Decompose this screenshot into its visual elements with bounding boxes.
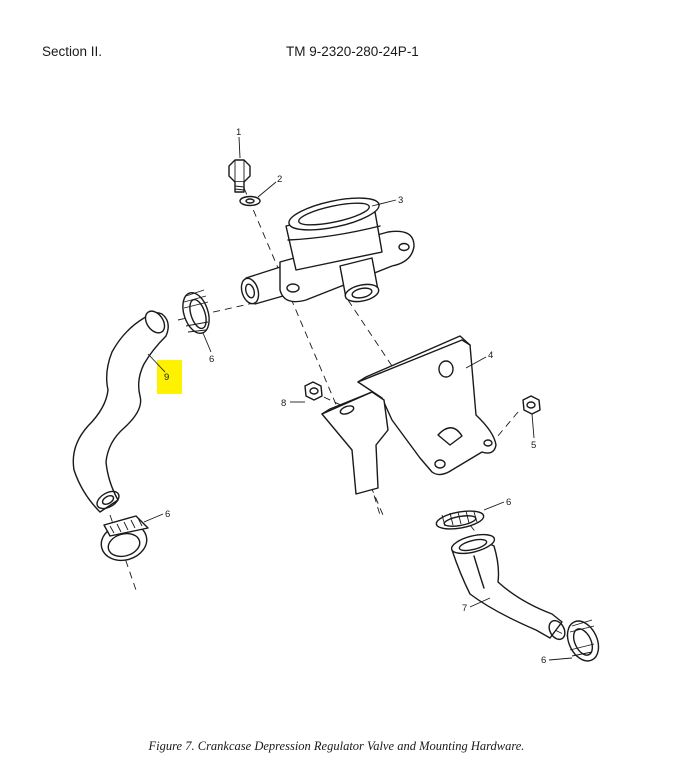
figure-caption: Figure 7. Crankcase Depression Regulator…: [148, 739, 525, 753]
part-8-nut: [304, 381, 323, 401]
callout-6-middle: 6: [506, 497, 511, 508]
callout-5: 5: [531, 440, 536, 451]
part-9-hose: [72, 310, 169, 513]
part-6-clamp-lower: [100, 515, 149, 562]
callout-1: 1: [236, 127, 241, 138]
callout-8: 8: [281, 398, 286, 409]
part-6-clamp-upper: [182, 289, 210, 335]
callout-2: 2: [277, 174, 282, 185]
document-number: TM 9-2320-280-24P-1: [286, 44, 419, 59]
callout-3: 3: [398, 195, 403, 206]
part-6-clamp-right: [566, 619, 600, 662]
callout-7: 7: [462, 603, 467, 614]
section-label: Section II.: [42, 44, 103, 59]
part-6-clamp-middle: [435, 510, 485, 530]
callout-6-upper: 6: [209, 354, 214, 365]
leader-lines: [143, 136, 573, 661]
callout-6-right: 6: [541, 655, 546, 666]
part-7-hose: [450, 533, 566, 641]
callout-9: 9: [164, 372, 169, 383]
part-4-bracket: [321, 335, 497, 495]
callout-6-lower: 6: [165, 509, 170, 520]
callout-4: 4: [488, 350, 493, 361]
callout-9-highlight: [157, 360, 182, 394]
part-5-nut: [522, 395, 541, 415]
callout-numbers: 1 2 3 4 5 6 6 6 6 7 8 9: [164, 127, 546, 666]
part-3-regulator-valve: [240, 197, 415, 305]
part-2-lockwasher: [239, 195, 261, 207]
part-1-bolt: [228, 159, 251, 193]
